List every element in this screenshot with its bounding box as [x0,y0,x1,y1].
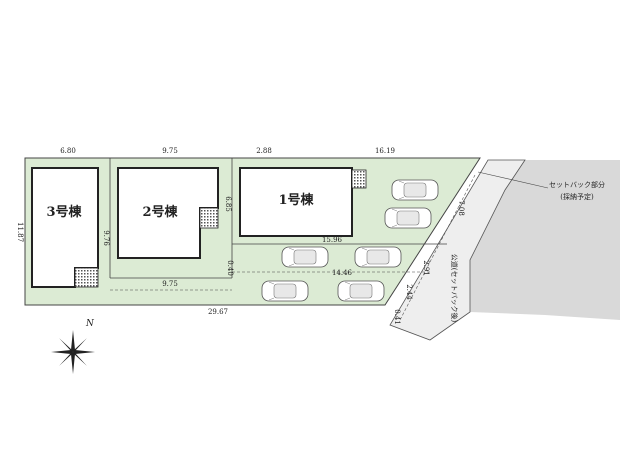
dim-top-lot1-left: 2.88 [256,147,272,155]
parking-car [337,280,385,302]
north-compass: N [51,319,95,374]
setback-note-line1: セットバック部分 [549,180,605,189]
dim-top-lot2: 9.75 [162,147,178,155]
building-2: 2号棟 [117,167,219,259]
setback-note-leader [477,171,549,189]
setback-note-line2: (採納予定) [560,192,594,201]
dim-lower-parking: 14.46 [332,269,353,277]
dim-lot2-height: 9.76 [102,230,110,246]
dim-top-lot3: 6.80 [60,147,76,155]
building-3-label: 3号棟 [46,204,82,220]
north-label: N [85,319,95,329]
dim-total-bottom: 29.67 [208,308,228,316]
road-area [470,160,620,320]
dim-top-lot1-right: 16.19 [375,147,395,155]
dim-setback-a: 2.91 [422,260,430,276]
dim-lot1-bottom: 15.96 [322,236,343,244]
parking-car [391,179,439,201]
dim-road-side: 7.08 [457,200,465,216]
parking-car [384,207,432,229]
building-2-label: 2号棟 [142,204,178,220]
dim-lot1-height: 6.85 [224,196,232,212]
parking-car [281,246,329,268]
dim-small-gap: 0.40 [226,260,234,276]
setback-strip [389,159,526,341]
road-label: 公道(セットバック後) [450,254,459,323]
building-3: 3号棟 [31,167,99,288]
parking-car [354,246,402,268]
building-1: 1号棟 [239,167,367,237]
dim-setback-c: 0.41 [393,309,401,325]
dim-lot3-height: 11.87 [16,222,24,242]
dim-setback-b: 2.44 [405,284,413,300]
dim-lot2-bottom: 9.75 [162,280,178,288]
parking-car [261,280,309,302]
setback-line [399,174,476,321]
building-1-label: 1号棟 [278,192,314,208]
